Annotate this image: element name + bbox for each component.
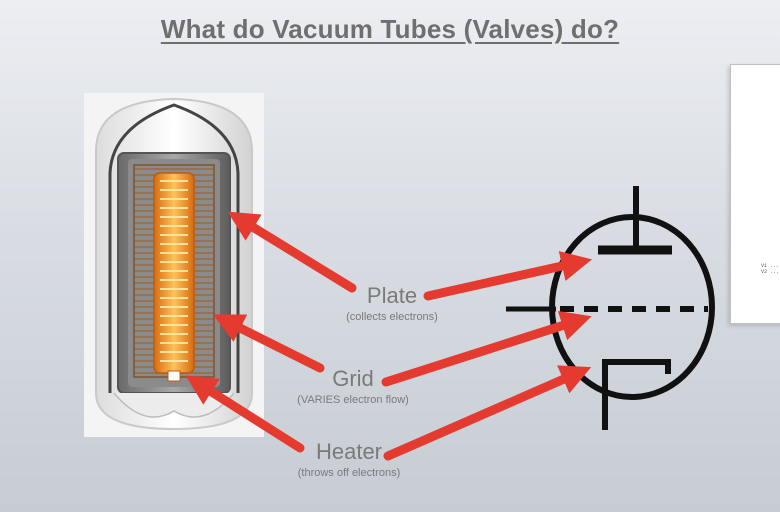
- arrow-grid-to-tube: [213, 314, 325, 373]
- heater-label-desc: (throws off electrons): [297, 467, 401, 479]
- grid-label-name: Grid: [332, 366, 374, 391]
- arrow-heater-to-tube: [185, 375, 305, 453]
- arrow-heater-to-symbol: [383, 365, 592, 461]
- document-snippet: V1 ... V2 ...: [761, 263, 779, 275]
- plate-label: Plate (collects electrons): [322, 284, 462, 324]
- arrow-plate-to-symbol: [423, 251, 592, 301]
- arrow-grid-to-symbol: [381, 311, 592, 387]
- slide-title: What do Vacuum Tubes (Valves) do?: [160, 14, 620, 44]
- cathode-element: [602, 359, 671, 430]
- heater-label-name: Heater: [315, 439, 383, 464]
- plate-label-desc: (collects electrons): [346, 311, 438, 323]
- tube-cutaway-illustration: [84, 93, 264, 437]
- document-page-edge: V1 ... V2 ...: [730, 64, 780, 324]
- grid-label-desc: (VARIES electron flow): [297, 394, 409, 406]
- heater-label: Heater (throws off electrons): [274, 440, 424, 480]
- document-line: V2 ...: [761, 269, 780, 275]
- document-line: V1 ...: [761, 263, 780, 269]
- plate-label-name: Plate: [366, 283, 418, 308]
- arrow-plate-to-tube: [227, 211, 357, 293]
- grid-label: Grid (VARIES electron flow): [278, 367, 428, 407]
- triode-schematic-symbol: [506, 186, 715, 430]
